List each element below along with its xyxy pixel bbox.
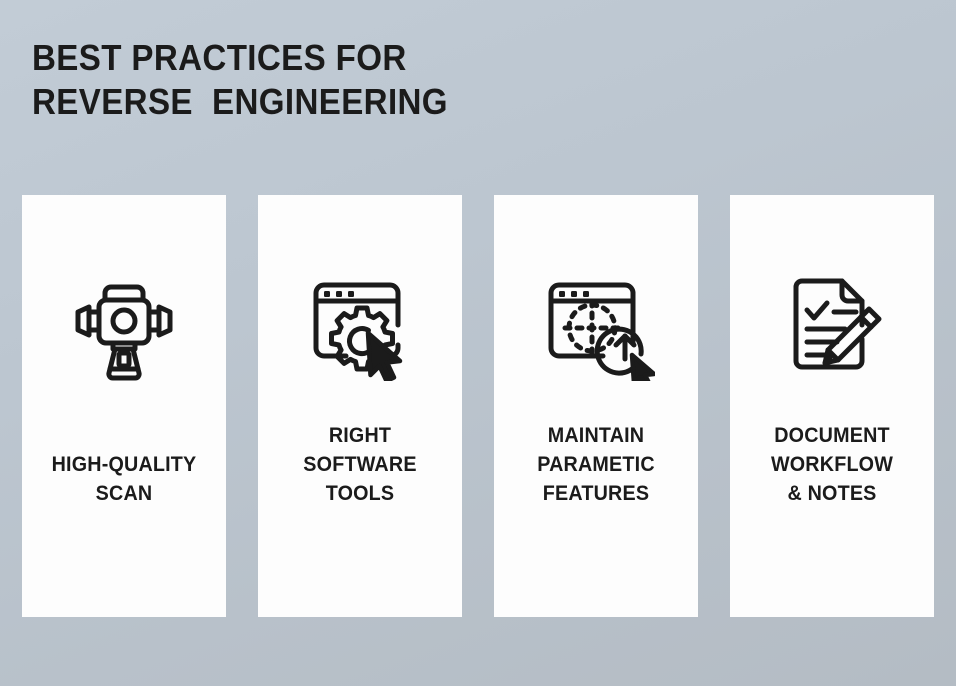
label-line: & NOTES [787,482,877,505]
card-document-workflow-notes[interactable]: DOCUMENT WORKFLOW & NOTES [730,195,934,617]
card-label-maintain-parametic-features: MAINTAIN PARAMETIC FEATURES [494,421,698,508]
label-line: RIGHT [328,424,392,447]
card-label-right-software-tools: RIGHT SOFTWARE TOOLS [258,421,462,508]
document-checklist-pencil-icon [730,263,934,383]
card-label-document-workflow-notes: DOCUMENT WORKFLOW & NOTES [730,421,934,508]
page-title: BEST PRACTICES FOR REVERSE ENGINEERING [32,36,592,124]
label-line: WORKFLOW [770,453,894,476]
label-line: PARAMETIC [537,453,655,476]
label-line: HIGH-QUALITY [51,453,197,476]
title-line-2: REVERSE ENGINEERING [32,81,448,122]
title-line-1: BEST PRACTICES FOR [32,37,407,78]
cards-row: HIGH-QUALITY SCAN [22,195,934,617]
label-line: FEATURES [542,482,650,505]
card-high-quality-scan[interactable]: HIGH-QUALITY SCAN [22,195,226,617]
label-line: SCAN [95,482,153,505]
card-right-software-tools[interactable]: RIGHT SOFTWARE TOOLS [258,195,462,617]
label-line: TOOLS [325,482,395,505]
browser-gear-cursor-icon [258,263,462,383]
label-line: MAINTAIN [547,424,645,447]
browser-target-upload-cursor-icon [494,263,698,383]
label-line: SOFTWARE [303,453,417,476]
card-maintain-parametic-features[interactable]: MAINTAIN PARAMETIC FEATURES [494,195,698,617]
label-line: DOCUMENT [774,424,890,447]
card-label-high-quality-scan: HIGH-QUALITY SCAN [22,450,226,508]
3d-scanner-icon [22,263,226,383]
